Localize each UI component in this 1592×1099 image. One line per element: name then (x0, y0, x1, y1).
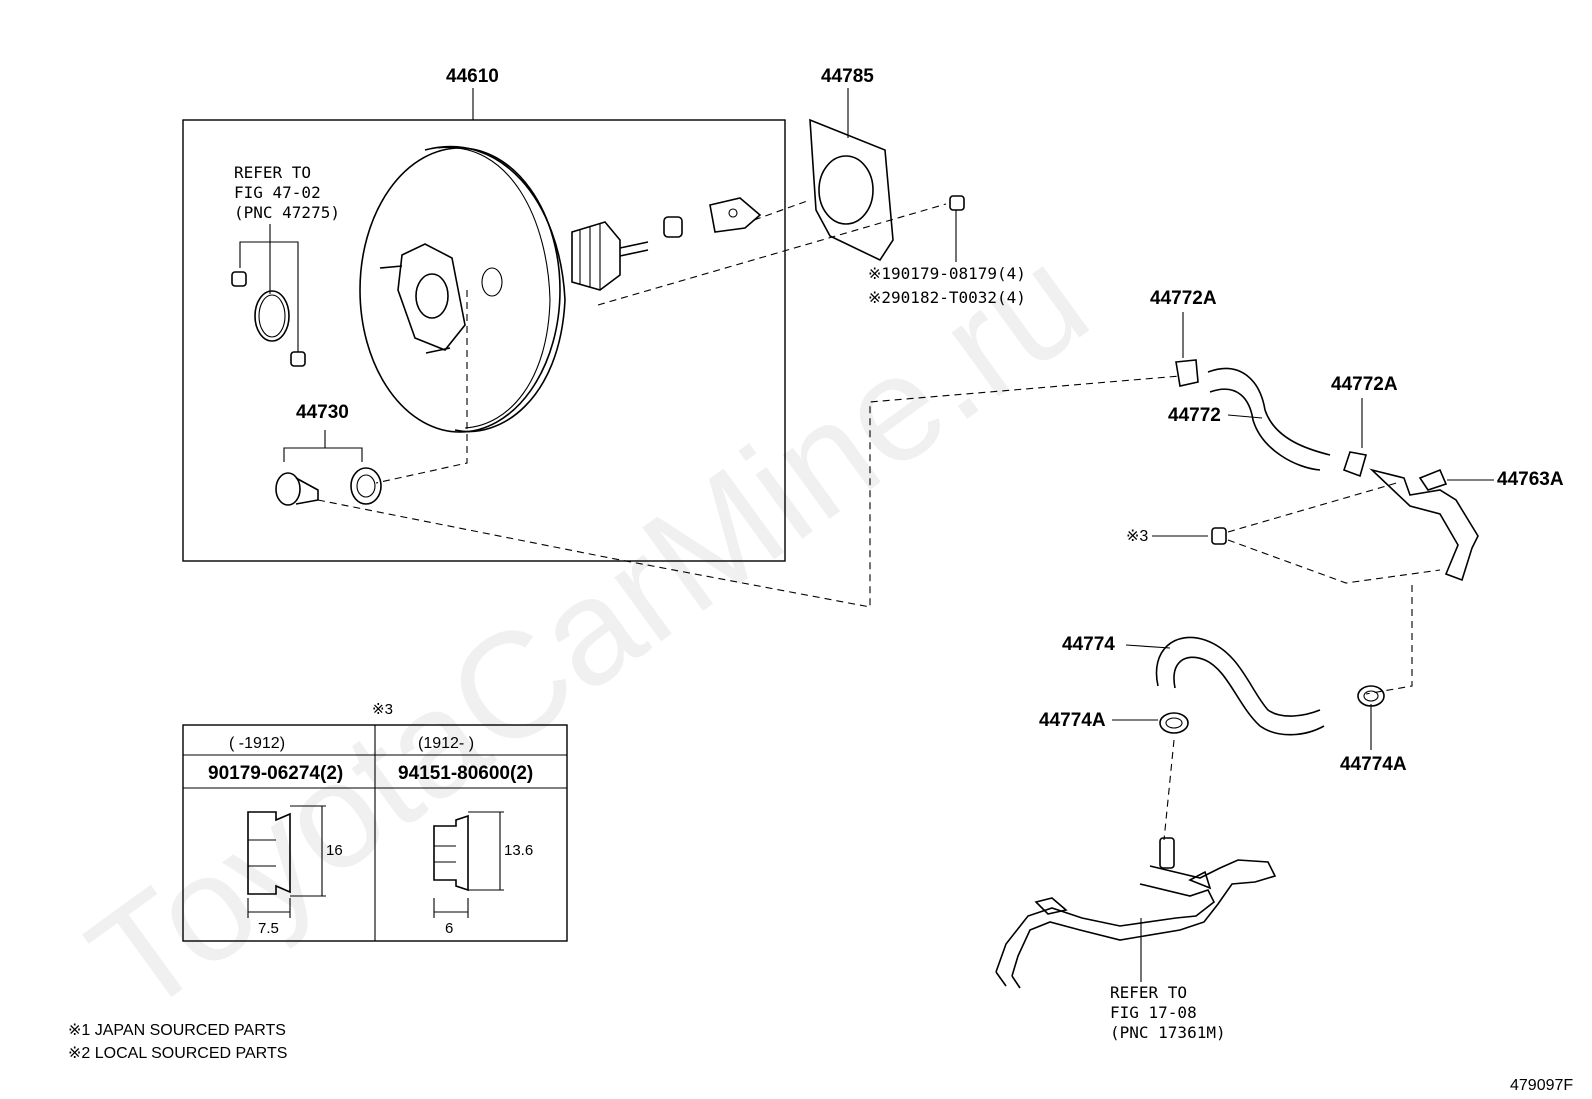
label-44610: 44610 (446, 66, 499, 87)
label-44774: 44774 (1062, 634, 1115, 655)
note-japan: ※1 JAPAN SOURCED PARTS (68, 1022, 286, 1039)
label-44772A-right: 44772A (1331, 374, 1398, 395)
table-col2-range: (1912- ) (418, 735, 474, 752)
vacuum-hose-lower-icon (1155, 636, 1325, 736)
flange-nut-1-icon (247, 805, 326, 918)
gasket-icon (809, 118, 894, 262)
clevis-icon (663, 197, 762, 238)
table-col1-part: 90179-06274(2) (208, 763, 343, 784)
watermark: ToyotaCarMine.ru (60, 214, 1116, 1046)
booster-assembly-frame (182, 119, 786, 562)
hose-clip-icon (1175, 359, 1199, 387)
refer-lower-line-1: REFER TO (1110, 983, 1187, 1002)
figure-id: 479097F (1510, 1077, 1573, 1094)
table-col2-part: 94151-80600(2) (398, 763, 533, 784)
hose-clip-right-icon (1342, 451, 1368, 478)
dim-col2-width: 6 (445, 920, 453, 937)
label-44763A: 44763A (1497, 469, 1564, 490)
check-valve-icon (275, 467, 382, 506)
refer-upper-line-2: FIG 47-02 (234, 183, 321, 202)
note-local: ※2 LOCAL SOURCED PARTS (68, 1045, 287, 1062)
dim-col1-width: 7.5 (258, 920, 279, 937)
refer-lower-line-2: FIG 17-08 (1110, 1003, 1197, 1022)
label-44730: 44730 (296, 402, 349, 423)
label-44774A-left: 44774A (1039, 710, 1106, 731)
nut-part-2: ※290182-T0032(4) (868, 288, 1026, 307)
check-valve-grommet-icon (231, 271, 306, 367)
brake-booster-icon (359, 145, 649, 433)
refer-lower-line-3: (PNC 17361M) (1110, 1023, 1226, 1042)
vacuum-hose-upper-icon (1207, 367, 1331, 471)
hose-clip-lower-right-icon (1357, 685, 1385, 707)
vacuum-pipe-assembly-icon (995, 837, 1277, 989)
dim-col2-height: 13.6 (504, 842, 533, 859)
table-col1-range: ( -1912) (229, 735, 285, 752)
nut-part-1: ※190179-08179(4) (868, 264, 1026, 283)
nut-icon (949, 195, 965, 211)
refer-upper-line-3: (PNC 47275) (234, 203, 340, 222)
label-44772A-upper: 44772A (1150, 288, 1217, 309)
table-title: ※3 (372, 701, 393, 718)
label-44774A-right: 44774A (1340, 754, 1407, 775)
fastener-table (182, 724, 568, 942)
vacuum-union-icon (1369, 468, 1479, 582)
hose-clip-lower-left-icon (1159, 712, 1189, 734)
label-44772: 44772 (1168, 405, 1221, 426)
dim-col1-height: 16 (326, 842, 343, 859)
refer-upper-line-1: REFER TO (234, 163, 311, 182)
label-44785: 44785 (821, 66, 874, 87)
flange-nut-2-icon (433, 811, 504, 918)
bolt-icon (1211, 527, 1227, 545)
label-ref3: ※3 (1126, 528, 1148, 545)
